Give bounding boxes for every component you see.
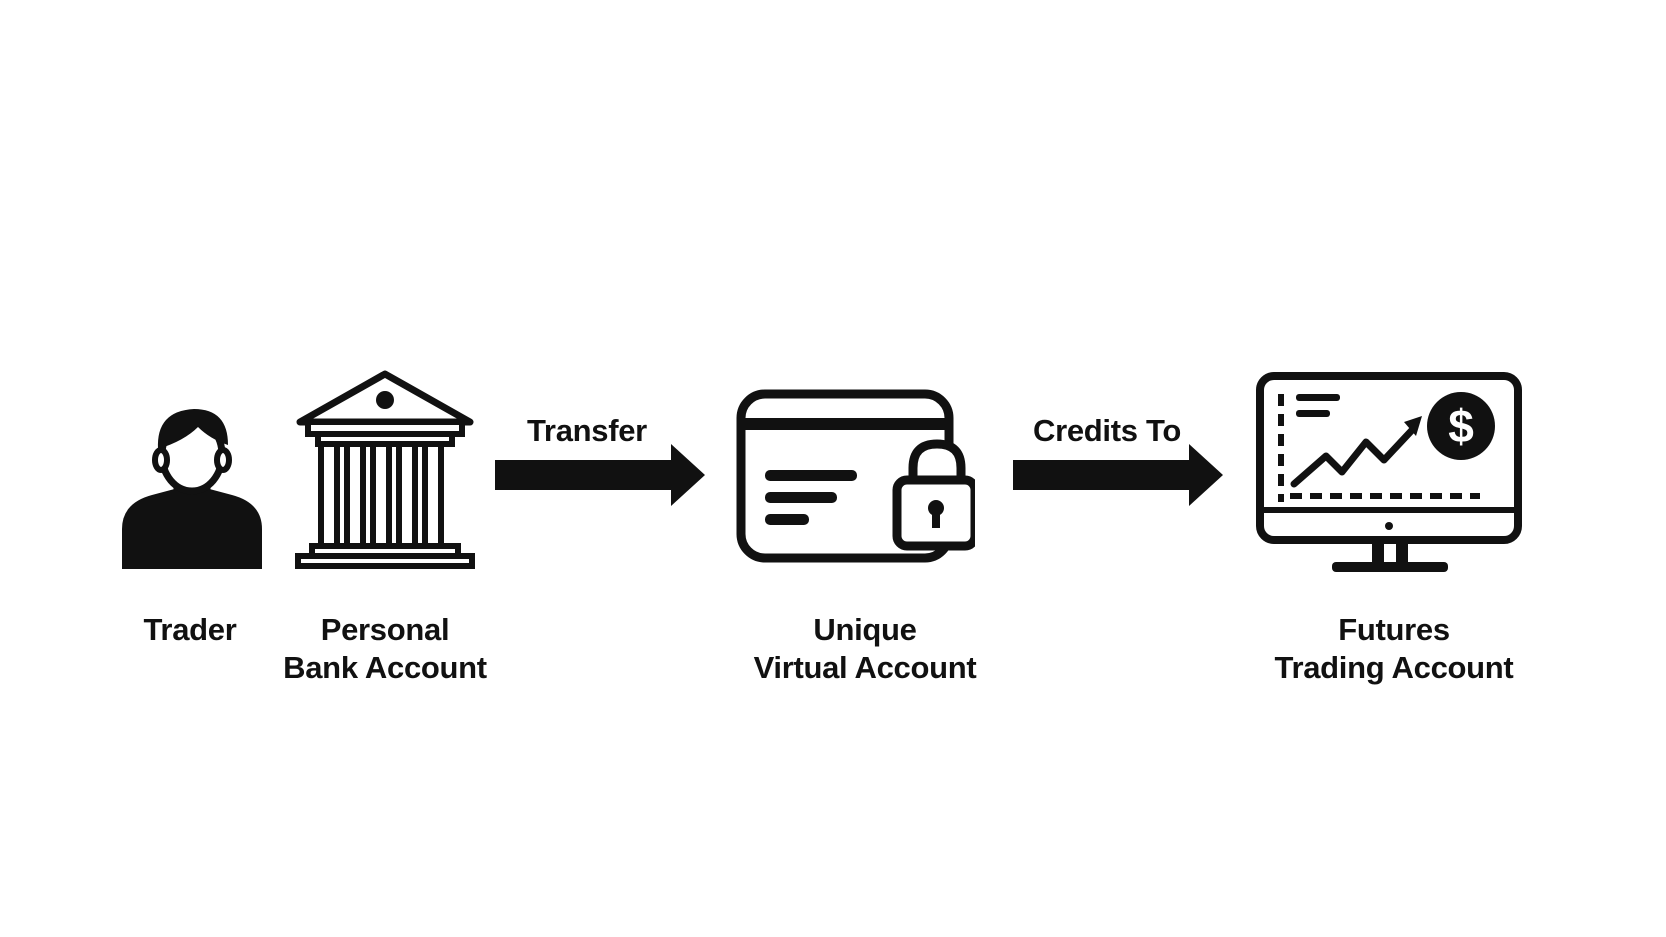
node-label-trader: Trader (100, 611, 280, 649)
node-label-line: Bank Account (283, 650, 487, 685)
bank-building-icon (295, 370, 475, 569)
node-label-line: Futures (1338, 612, 1450, 647)
edge-label-transfer: Transfer (527, 413, 647, 448)
node-label-unique-virtual-account: Unique Virtual Account (715, 611, 1015, 687)
node-label-line: Personal (320, 612, 450, 647)
node-label-futures-trading-account: Futures Trading Account (1234, 611, 1554, 687)
node-label-personal-bank-account: Personal Bank Account (245, 611, 525, 687)
node-label-line: Virtual Account (753, 650, 977, 685)
node-label-line: Unique (813, 612, 917, 647)
node-label-line: Trading Account (1274, 650, 1514, 685)
node-label-line: Trader (143, 612, 237, 647)
trading-monitor-icon: $ (1256, 372, 1522, 572)
person-icon (122, 409, 262, 569)
arrow-right-icon (1013, 444, 1223, 506)
svg-text:$: $ (1448, 400, 1474, 452)
edge-label-credits-to: Credits To (1033, 413, 1181, 448)
locked-card-icon (736, 389, 975, 563)
arrow-right-icon (495, 444, 705, 506)
